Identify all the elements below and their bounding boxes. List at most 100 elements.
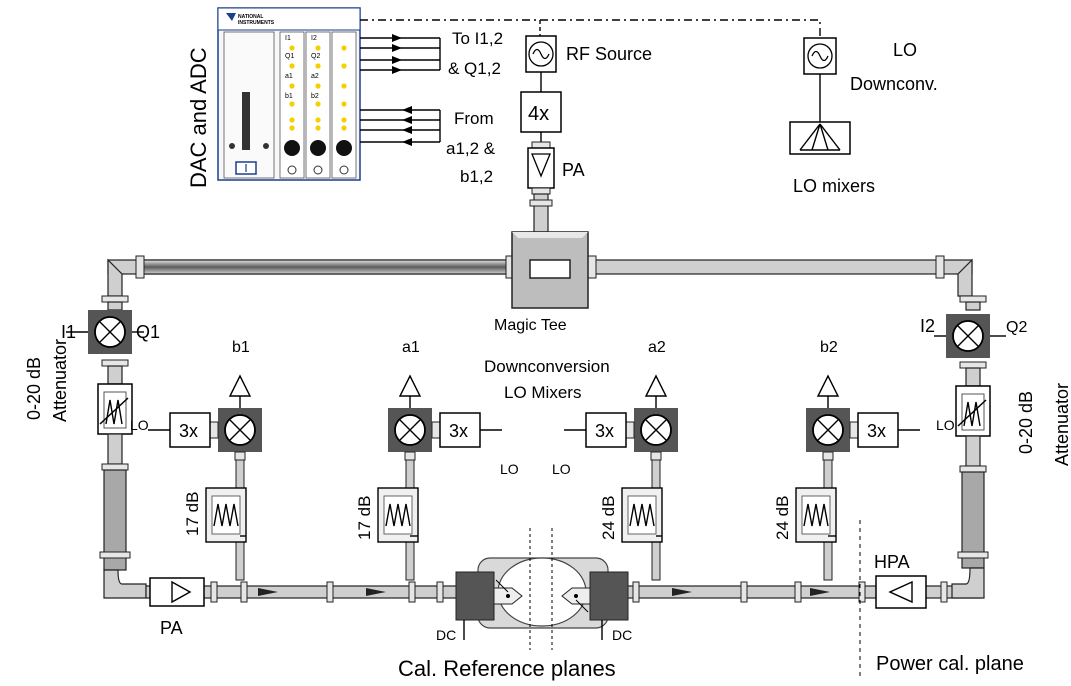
adjust-arrow-icon xyxy=(99,397,129,425)
ni-logo-icon xyxy=(226,13,236,21)
lo-label-2: Downconv. xyxy=(850,74,938,94)
iq-mixer-right xyxy=(934,314,1006,358)
cal-reference-label: Cal. Reference planes xyxy=(398,656,616,681)
hpa xyxy=(875,575,927,609)
slot2-i2: I2 xyxy=(311,35,317,42)
status-led xyxy=(341,117,347,123)
lo-label-1: LO xyxy=(893,40,917,60)
from-label-2: a1,2 & xyxy=(446,139,496,158)
slot2-b2: b2 xyxy=(311,93,319,100)
mixer-cross-icon xyxy=(817,419,839,441)
att-right-range: 0-20 dB xyxy=(1016,391,1036,454)
pa-top xyxy=(527,141,555,195)
slot2-q2: Q2 xyxy=(311,53,320,60)
rf-source-label: RF Source xyxy=(566,44,652,64)
slot1-b1: b1 xyxy=(285,93,293,100)
lo-port-label: LO xyxy=(130,417,149,433)
lo-port-label: LO xyxy=(552,461,571,477)
status-led xyxy=(341,125,347,131)
coupler-label-b1: 17 dB xyxy=(183,492,202,536)
status-led xyxy=(289,83,295,89)
multiplier-3x xyxy=(439,412,481,448)
multiplier-3x xyxy=(585,412,627,448)
status-led xyxy=(341,45,347,51)
mult-4x-label: 4x xyxy=(528,103,549,125)
pa-bottom xyxy=(149,577,205,607)
lo-source xyxy=(803,37,837,75)
status-led xyxy=(315,45,321,51)
status-led xyxy=(341,83,347,89)
coupler-label-b2: 24 dB xyxy=(773,496,792,540)
attenuator-right xyxy=(955,361,991,473)
status-led xyxy=(341,63,347,69)
amplifier-triangle-icon xyxy=(816,374,840,397)
attenuator-left xyxy=(97,359,133,471)
slot1-a1: a1 xyxy=(285,73,293,80)
lo-mixers-label: LO mixers xyxy=(793,176,875,196)
mult-3x-label: 3x xyxy=(179,421,198,441)
adjust-arrow-icon xyxy=(957,399,987,427)
sine-icon xyxy=(532,48,550,60)
flow-arrow-icon xyxy=(258,588,278,596)
status-leds xyxy=(289,45,347,131)
amplifier-triangle-icon xyxy=(888,580,913,604)
pa-bottom-label: PA xyxy=(160,618,183,638)
i2-label: I2 xyxy=(920,316,935,336)
magic-tee-label: Magic Tee xyxy=(494,317,567,334)
mixer-cross-icon xyxy=(645,419,667,441)
downconv-label-1: Downconversion xyxy=(484,357,610,376)
pa-top-label: PA xyxy=(562,160,585,180)
mult-3x-label: 3x xyxy=(867,421,886,441)
att-left-range: 0-20 dB xyxy=(24,357,44,420)
channel-label-a1: a1 xyxy=(402,339,420,356)
magic-tee xyxy=(511,231,589,309)
mixer-unit-b1: b1 3x 17 dB xyxy=(148,339,262,581)
from-label-1: From xyxy=(454,109,494,128)
coupler-a1 xyxy=(377,487,419,543)
amplifier-triangle-icon xyxy=(644,374,668,397)
q1-label: Q1 xyxy=(136,322,160,342)
amplifier-triangle-icon xyxy=(398,374,422,397)
to-label-1: To I1,2 xyxy=(452,29,503,48)
from-label-3: b1,2 xyxy=(460,167,493,186)
dc-right-label: DC xyxy=(612,627,632,643)
slot1-i1: I1 xyxy=(285,35,291,42)
mixer-cross-icon xyxy=(399,419,421,441)
coupler-b2 xyxy=(795,487,837,543)
mixer-cross-icon xyxy=(229,419,251,441)
lo-port-label: LO xyxy=(936,417,955,433)
channel-label-b1: b1 xyxy=(232,339,250,356)
coupler-label-a2: 24 dB xyxy=(599,496,618,540)
status-led xyxy=(289,45,295,51)
status-led xyxy=(315,101,321,107)
sine-icon xyxy=(811,50,829,62)
downconv-label-2: LO Mixers xyxy=(504,383,581,402)
to-label-2: & Q1,2 xyxy=(448,59,501,78)
flow-arrow-icon xyxy=(672,588,692,596)
status-led xyxy=(315,125,321,131)
multiplier-3x xyxy=(169,412,211,448)
slot1-q1: Q1 xyxy=(285,53,294,60)
dc-left-label: DC xyxy=(436,627,456,643)
brand-line1: NATIONAL xyxy=(238,14,263,20)
status-led xyxy=(289,117,295,123)
hpa-label: HPA xyxy=(874,552,910,572)
slot2-a2: a2 xyxy=(311,73,319,80)
flow-arrow-icon xyxy=(810,588,830,596)
status-led xyxy=(315,83,321,89)
status-led xyxy=(341,101,347,107)
multiplier-4x xyxy=(520,91,562,133)
connector-port xyxy=(242,92,250,150)
q2-label: Q2 xyxy=(1006,319,1027,336)
i1-label: I1 xyxy=(61,322,76,342)
att-right-word: Attenuator xyxy=(1052,383,1071,466)
mult-3x-label: 3x xyxy=(595,421,614,441)
iq-mixer-left xyxy=(66,310,144,354)
status-led xyxy=(289,63,295,69)
flow-arrow-icon xyxy=(366,588,386,596)
